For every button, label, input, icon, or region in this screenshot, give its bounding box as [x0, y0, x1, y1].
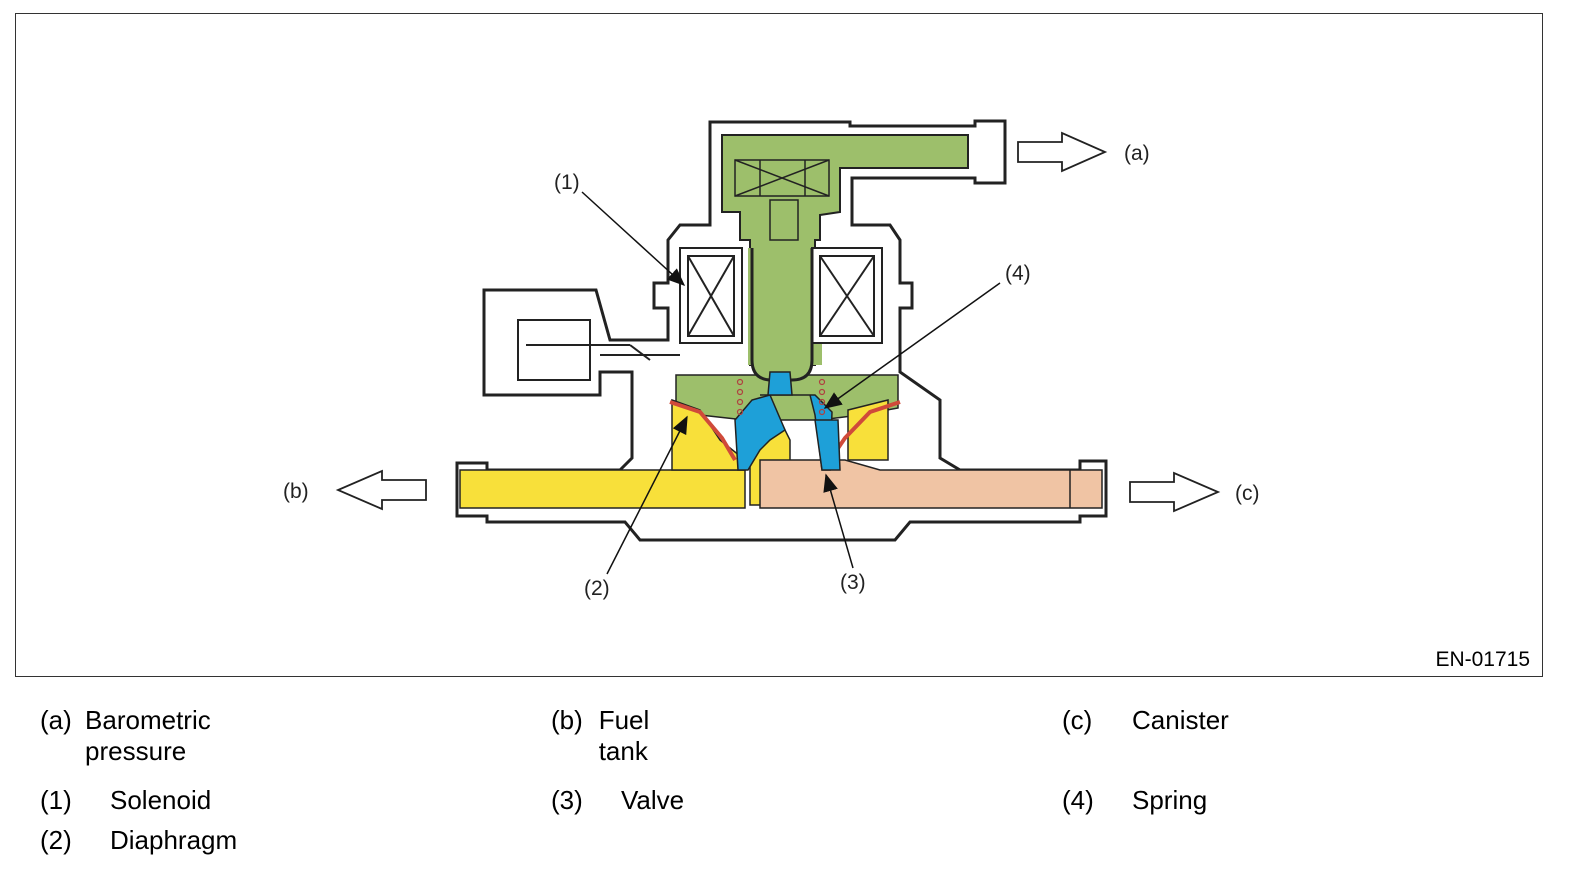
solenoid-coil-left [679, 247, 743, 344]
legend-key: (3) [551, 785, 583, 815]
legend-item-a: (a) Barometric pressure [40, 705, 236, 767]
plunger [750, 199, 814, 382]
solenoid-coil-right [811, 247, 883, 344]
legend-key: (b) [551, 705, 583, 735]
atmospheric-filter [734, 159, 830, 197]
legend-label: Canister [1132, 705, 1229, 735]
legend-label: Spring [1132, 785, 1208, 815]
legend-label: Solenoid [110, 785, 212, 815]
flow-arrow-c [1129, 471, 1221, 513]
legend-item-2: (2) Diaphragm [40, 825, 237, 856]
legend-key: (a) [40, 705, 72, 735]
leader-lines [581, 191, 1001, 575]
spring [736, 378, 826, 416]
electrical-connector [517, 319, 680, 381]
canister-passage [759, 459, 1103, 509]
legend-item-c: (c) Canister [1062, 705, 1229, 736]
legend-label: Diaphragm [110, 825, 238, 855]
legend-item-1: (1) Solenoid [40, 785, 211, 816]
callout-3: (3) [840, 571, 866, 594]
valve [734, 371, 841, 471]
legend-item-4: (4) Spring [1062, 785, 1207, 816]
callout-1: (1) [554, 171, 580, 194]
legend-key: (c) [1062, 705, 1093, 735]
callout-c: (c) [1235, 482, 1260, 505]
legend-label: Fuel tank [598, 705, 650, 766]
callout-b: (b) [283, 480, 309, 503]
legend-item-3: (3) Valve [551, 785, 684, 816]
flow-arrow-a [1017, 131, 1108, 173]
callout-2: (2) [584, 577, 610, 600]
legend-key: (1) [40, 785, 72, 815]
legend-label: Barometric pressure [85, 705, 211, 766]
callout-4: (4) [1005, 262, 1031, 285]
legend-label: Valve [621, 785, 685, 815]
flow-arrow-b [335, 469, 427, 511]
legend-item-b: (b) Fuel tank [551, 705, 672, 767]
figure-id: EN-01715 [1435, 648, 1530, 671]
callout-a: (a) [1124, 142, 1150, 165]
legend-key: (2) [40, 825, 72, 855]
legend-key: (4) [1062, 785, 1094, 815]
figure-frame [15, 13, 1543, 677]
